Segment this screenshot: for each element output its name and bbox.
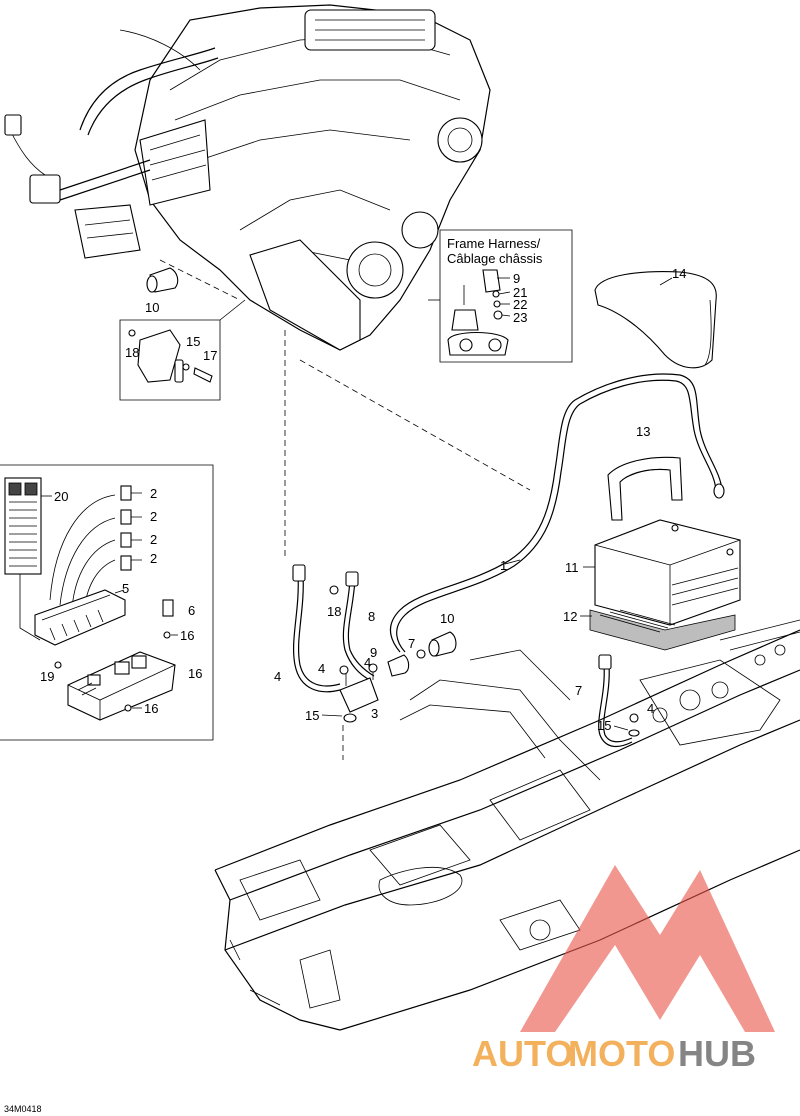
part-13-strap [607, 456, 683, 521]
callout-22: 22 [513, 297, 527, 312]
callout-15c: 15 [597, 718, 611, 733]
callout-4b: 4 [318, 661, 325, 676]
callout-2c: 2 [150, 532, 157, 547]
part-14-pad [594, 271, 717, 369]
inset-title-line2: Câblage châssis [447, 251, 543, 266]
frame-harness-inset: Frame Harness/ Câblage châssis [439, 229, 573, 363]
nut-4 [629, 713, 639, 723]
fuses-2 [120, 485, 132, 571]
part-12-tray [589, 609, 736, 651]
callout-9b: 9 [370, 645, 377, 660]
alignment-line [299, 359, 531, 491]
screw-16 [124, 704, 132, 712]
callout-5: 5 [122, 581, 129, 596]
callout-9-inset: 9 [513, 271, 520, 286]
inset-title-line1: Frame Harness/ [447, 236, 541, 251]
callout-4d: 4 [647, 701, 654, 716]
diagram-reference-id: 34M0418 [4, 1104, 42, 1114]
callout-17: 17 [203, 348, 217, 363]
part-20-label [4, 477, 42, 575]
watermark-logo: AUTO MOTO HUB [472, 865, 775, 1074]
callout-18b: 18 [327, 604, 341, 619]
inset-box-left [119, 319, 221, 401]
callout-2a: 2 [150, 486, 157, 501]
nut-18 [329, 585, 339, 595]
part-19-fuse-box [67, 651, 176, 721]
screw-16 [163, 631, 171, 639]
nut-4 [416, 649, 426, 659]
callout-16c: 16 [144, 701, 158, 716]
cable-7-right [598, 654, 633, 747]
part-10-center [428, 631, 457, 657]
callout-15b: 15 [305, 708, 319, 723]
cable-7-left [292, 564, 341, 693]
callout-7b: 7 [575, 683, 582, 698]
callout-4c: 4 [364, 655, 371, 670]
callout-3: 3 [371, 706, 378, 721]
callout-19: 16 [188, 666, 202, 681]
callout-2b: 2 [150, 509, 157, 524]
engine-assembly [4, 4, 491, 351]
callout-6: 6 [188, 603, 195, 618]
part-10-grommet [146, 267, 179, 293]
callout-12: 12 [563, 609, 577, 624]
part-6-relay [162, 599, 174, 617]
callout-16a: 16 [180, 628, 194, 643]
callout-16b: 19 [40, 669, 54, 684]
cable-1 [390, 373, 725, 653]
callout-11: 11 [565, 560, 579, 575]
callout-10: 10 [145, 300, 159, 315]
part-11-battery [594, 519, 741, 626]
callout-14: 14 [672, 266, 686, 281]
callout-13: 13 [636, 424, 650, 439]
watermark-text-moto: MOTO [568, 1033, 675, 1074]
callout-21: 21 [513, 285, 527, 300]
inset-box-fuse [0, 464, 214, 741]
watermark-text-hub: HUB [678, 1033, 756, 1074]
callout-2d: 2 [150, 551, 157, 566]
part-9-center [387, 654, 410, 677]
part-5-fuse-cover [34, 589, 126, 646]
screw-16 [54, 661, 62, 669]
callout-7a: 4 [274, 669, 281, 684]
cable-8 [342, 571, 375, 681]
callout-23: 23 [513, 310, 527, 325]
washer-15 [628, 729, 640, 737]
callout-4a: 7 [408, 636, 415, 651]
callout-18: 18 [125, 345, 139, 360]
alignment-line [159, 259, 241, 301]
callout-1: 1 [500, 558, 507, 573]
part-bracket-18-15 [128, 329, 213, 383]
part-3-terminal [339, 663, 379, 723]
callout-20: 20 [54, 489, 68, 504]
callout-15: 15 [186, 334, 200, 349]
callout-10b: 10 [440, 611, 454, 626]
callout-8: 8 [368, 609, 375, 624]
watermark-text-auto: AUTO [472, 1033, 573, 1074]
